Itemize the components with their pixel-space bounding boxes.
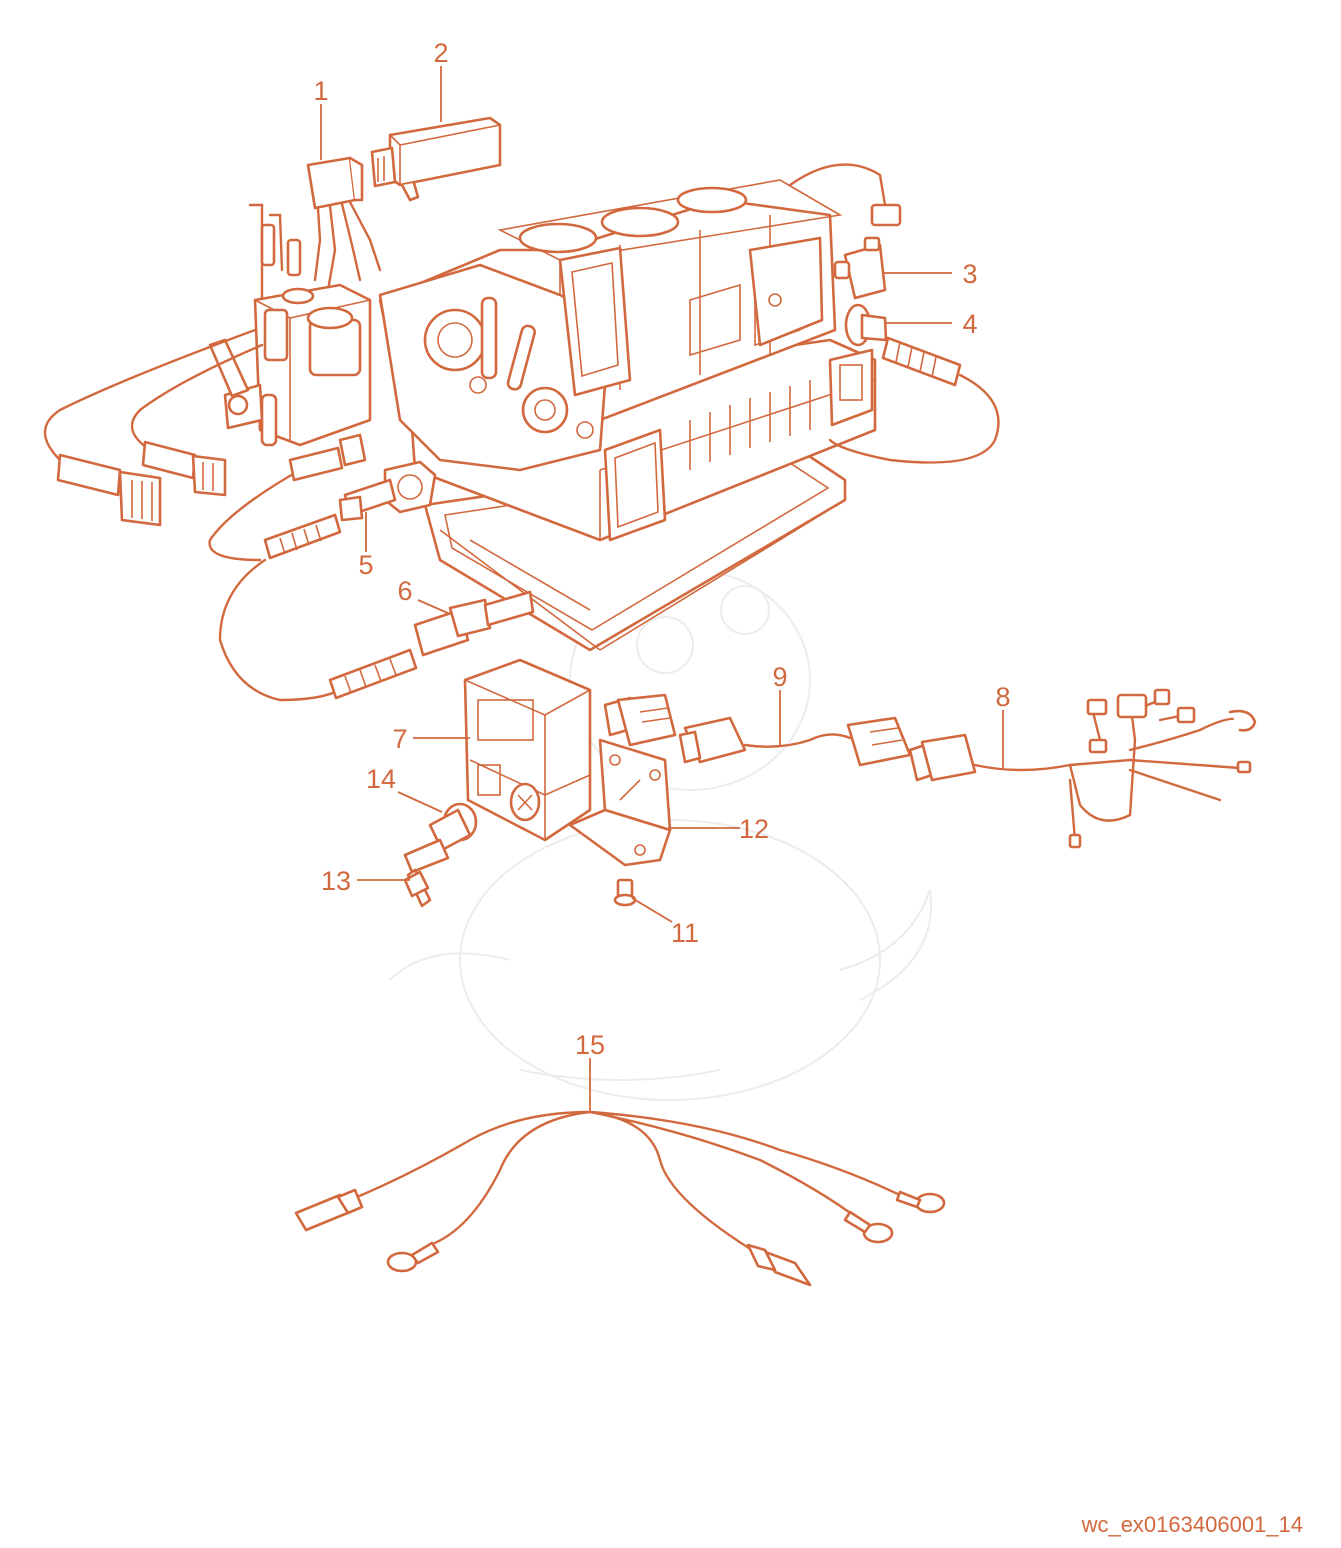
part-15-ground-cables — [294, 1110, 946, 1287]
callout-12: 12 — [739, 814, 769, 844]
callout-11: 11 — [671, 918, 699, 948]
cooling-fins — [689, 380, 811, 470]
leader-lines — [320, 66, 1004, 1112]
part-13-key — [403, 838, 450, 908]
callout-3: 3 — [962, 259, 977, 289]
callout-7: 7 — [392, 724, 407, 754]
part-9-adapter-harness — [603, 693, 912, 767]
part-2-module — [370, 116, 502, 202]
fuel-valve-assembly — [208, 283, 372, 467]
part-6-sensor — [328, 590, 535, 700]
engine-block — [378, 179, 877, 652]
part-1-relay — [248, 156, 382, 302]
callout-15: 15 — [575, 1030, 605, 1060]
callout-8: 8 — [995, 682, 1010, 712]
callout-labels: 1 2 3 4 5 6 7 8 9 11 12 13 14 15 — [313, 38, 1010, 1060]
callout-14: 14 — [366, 764, 396, 794]
part-5-sensor — [263, 460, 437, 560]
part-4-sensor — [828, 303, 1000, 464]
part-12-bracket — [568, 738, 672, 867]
leader-14 — [397, 791, 443, 813]
part-7-control-unit — [463, 658, 592, 842]
callout-2: 2 — [433, 38, 448, 68]
figure-code: wc_ex0163406001_14 — [1081, 1512, 1303, 1537]
leader-11 — [631, 897, 673, 923]
callout-9: 9 — [772, 662, 787, 692]
callout-13: 13 — [321, 866, 351, 896]
callout-4: 4 — [962, 309, 977, 339]
sensor-cables-left — [43, 328, 344, 702]
part-8-main-harness — [908, 688, 1257, 849]
leader-6 — [417, 599, 451, 615]
callout-6: 6 — [397, 576, 412, 606]
part-3-sensor — [788, 163, 902, 300]
callout-1: 1 — [313, 76, 328, 106]
part-11-screw — [613, 878, 637, 907]
callout-5: 5 — [358, 550, 373, 580]
